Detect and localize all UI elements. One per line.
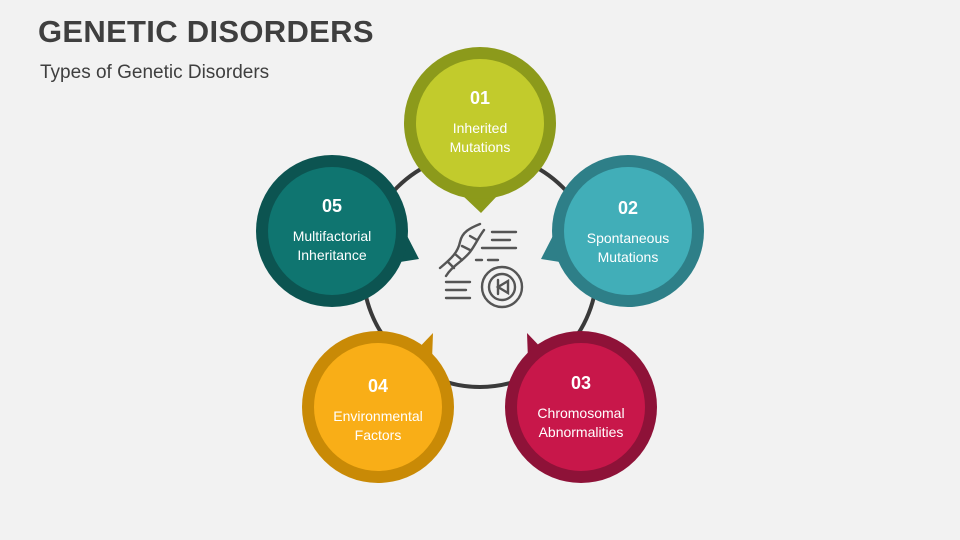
page-title: GENETIC DISORDERS <box>38 14 374 49</box>
node-03: 03 Chromosomal Abnormalities <box>506 373 656 442</box>
node-03-label-line2: Abnormalities <box>538 424 624 440</box>
node-01-number: 01 <box>469 88 491 108</box>
node-02-number: 02 <box>617 198 639 218</box>
node-04-label-line1: Environmental <box>333 408 423 424</box>
node-03-shape <box>505 331 657 483</box>
node-02-shape <box>541 155 704 307</box>
node-05-label-line2: Inheritance <box>297 247 367 263</box>
node-02-label-line1: Spontaneous <box>586 230 670 246</box>
node-01-label-line1: Inherited <box>452 120 508 136</box>
node-04: 04 Environmental Factors <box>303 376 453 445</box>
node-03-label-line1: Chromosomal <box>537 405 625 421</box>
node-02-label-line2: Mutations <box>597 249 659 265</box>
dna-test-icon <box>438 222 524 309</box>
node-04-number: 04 <box>367 376 389 396</box>
node-01-shape <box>404 47 556 213</box>
node-04-shape <box>302 331 454 483</box>
page-subtitle: Types of Genetic Disorders <box>40 62 270 83</box>
node-05-shape <box>256 155 419 307</box>
node-01-label-line2: Mutations <box>449 139 511 155</box>
node-01: 01 Inherited Mutations <box>405 88 555 157</box>
node-05-label-line1: Multifactorial <box>292 228 372 244</box>
node-05: 05 Multifactorial Inheritance <box>257 196 407 265</box>
node-03-number: 03 <box>570 373 592 393</box>
node-02: 02 Spontaneous Mutations <box>553 198 703 267</box>
node-04-label-line2: Factors <box>354 427 402 443</box>
node-05-number: 05 <box>321 196 343 216</box>
